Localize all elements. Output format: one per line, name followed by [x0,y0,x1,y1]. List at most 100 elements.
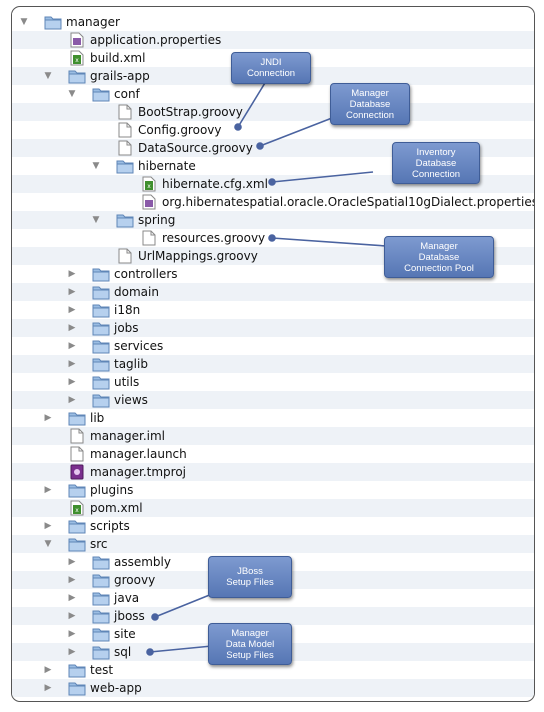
disclosure-closed-icon[interactable]: ▶ [68,323,76,333]
disclosure-open-icon[interactable]: ▼ [92,161,100,171]
file-row[interactable]: DataSource.groovy [12,139,534,157]
folder-row[interactable]: ▶ assembly [12,553,534,571]
folder-icon [92,608,110,624]
project-file-icon [70,464,86,480]
folder-row[interactable]: ▼ manager [12,13,534,31]
folder-row[interactable]: ▶lib [12,409,534,427]
folder-icon [92,644,110,660]
item-label: manager.launch [90,447,187,461]
disclosure-closed-icon[interactable]: ▶ [44,485,52,495]
folder-row[interactable]: ▶services [12,337,534,355]
folder-icon [92,554,110,570]
folder-icon [68,68,86,84]
folder-row[interactable]: ▶ utils [12,373,534,391]
folder-icon [68,662,86,678]
item-label: spring [138,213,176,227]
disclosure-open-icon[interactable]: ▼ [68,89,76,99]
folder-icon [92,266,110,282]
disclosure-open-icon[interactable]: ▼ [44,71,52,81]
disclosure-open-icon[interactable]: ▼ [44,539,52,549]
disclosure-closed-icon[interactable]: ▶ [68,557,76,567]
folder-row[interactable]: ▶ views [12,391,534,409]
disclosure-closed-icon[interactable]: ▶ [68,377,76,387]
item-label: hibernate [138,159,196,173]
file-row[interactable]: UrlMappings.groovy [12,247,534,265]
item-label: utils [114,375,140,389]
item-label: manager.iml [90,429,166,443]
xml-file-icon: x [70,50,86,66]
folder-row[interactable]: ▶java [12,589,534,607]
disclosure-closed-icon[interactable]: ▶ [68,305,76,315]
disclosure-closed-icon[interactable]: ▶ [44,665,52,675]
item-label: jboss [114,609,145,623]
item-label: Config.groovy [138,123,222,137]
disclosure-open-icon[interactable]: ▼ [20,17,28,27]
folder-row[interactable]: ▶ controllers [12,265,534,283]
file-row[interactable]: org.hibernatespatial.oracle.OracleSpatia… [12,193,534,211]
disclosure-closed-icon[interactable]: ▶ [68,575,76,585]
file-row[interactable]: resources.groovy [12,229,534,247]
disclosure-closed-icon[interactable]: ▶ [68,629,76,639]
folder-row[interactable]: ▶plugins [12,481,534,499]
file-icon [70,428,86,444]
folder-icon [116,212,134,228]
file-row[interactable]: manager.tmproj [12,463,534,481]
svg-text:x: x [75,507,79,514]
file-row[interactable]: application.properties [12,31,534,49]
folder-icon [68,536,86,552]
folder-row[interactable]: ▶ domain [12,283,534,301]
disclosure-closed-icon[interactable]: ▶ [68,287,76,297]
item-label: groovy [114,573,156,587]
folder-row[interactable]: ▶test [12,661,534,679]
item-label: views [114,393,148,407]
disclosure-open-icon[interactable]: ▼ [92,215,100,225]
folder-row[interactable]: ▶ groovy [12,571,534,589]
folder-row[interactable]: ▶ jboss [12,607,534,625]
folder-row[interactable]: ▶ scripts [12,517,534,535]
disclosure-closed-icon[interactable]: ▶ [68,269,76,279]
file-row[interactable]: Config.groovy [12,121,534,139]
folder-row[interactable]: ▼grails-app [12,67,534,85]
disclosure-closed-icon[interactable]: ▶ [68,341,76,351]
item-label: BootStrap.groovy [138,105,243,119]
folder-icon [92,356,110,372]
folder-row[interactable]: ▼ hibernate [12,157,534,175]
item-label: sql [114,645,132,659]
disclosure-closed-icon[interactable]: ▶ [44,413,52,423]
item-label: controllers [114,267,178,281]
item-label: conf [114,87,140,101]
xml-file-icon: x [70,500,86,516]
item-label: assembly [114,555,171,569]
folder-row[interactable]: ▼src [12,535,534,553]
file-icon [118,122,134,138]
disclosure-closed-icon[interactable]: ▶ [44,683,52,693]
folder-row[interactable]: ▼ conf [12,85,534,103]
disclosure-closed-icon[interactable]: ▶ [68,647,76,657]
item-label: domain [114,285,159,299]
disclosure-closed-icon[interactable]: ▶ [44,521,52,531]
folder-row[interactable]: ▶ site [12,625,534,643]
item-label: scripts [90,519,130,533]
disclosure-closed-icon[interactable]: ▶ [68,611,76,621]
folder-icon [92,86,110,102]
file-row[interactable]: manager.launch [12,445,534,463]
file-row[interactable]: manager.iml [12,427,534,445]
item-label: application.properties [90,33,222,47]
item-label: hibernate.cfg.xml [162,177,268,191]
folder-row[interactable]: ▶ jobs [12,319,534,337]
disclosure-closed-icon[interactable]: ▶ [68,395,76,405]
folder-row[interactable]: ▼ spring [12,211,534,229]
file-row[interactable]: BootStrap.groovy [12,103,534,121]
item-label: site [114,627,136,641]
folder-row[interactable]: ▶taglib [12,355,534,373]
folder-row[interactable]: ▶ sql [12,643,534,661]
disclosure-closed-icon[interactable]: ▶ [68,359,76,369]
folder-row[interactable]: ▶i18n [12,301,534,319]
item-label: manager [66,15,120,29]
folder-row[interactable]: ▶web-app [12,679,534,697]
disclosure-closed-icon[interactable]: ▶ [68,593,76,603]
item-label: jobs [114,321,139,335]
